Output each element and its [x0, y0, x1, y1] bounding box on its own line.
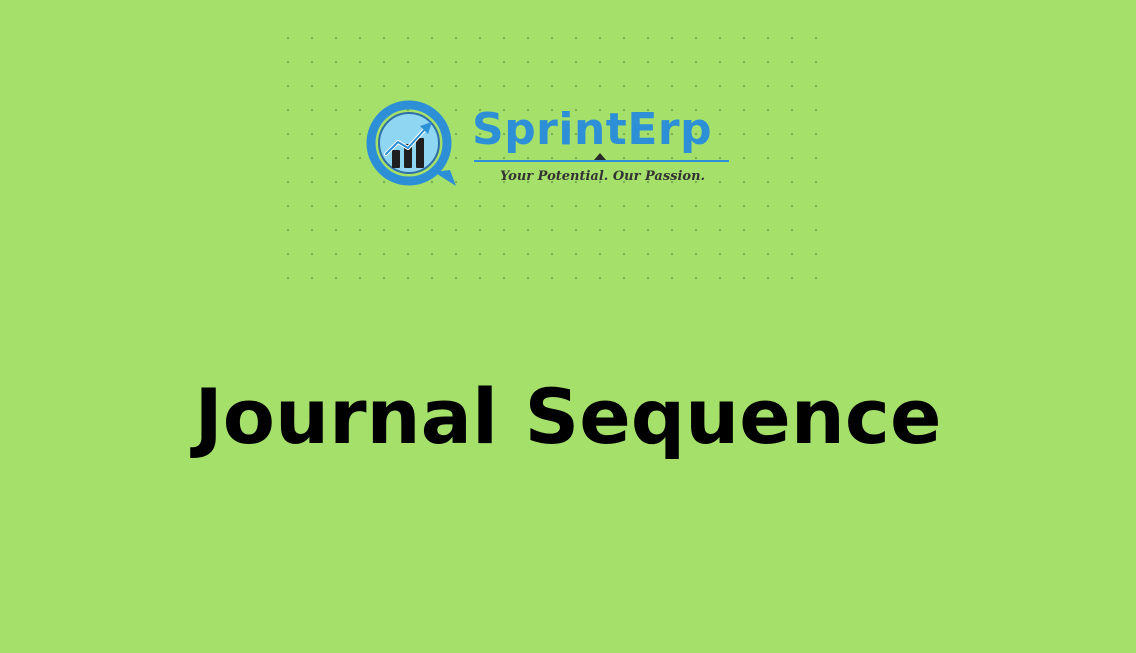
- sprinterp-logo: SprintErp Your Potential. Our Passion.: [364, 98, 734, 194]
- dot-pattern-background: [272, 22, 828, 294]
- brand-name: SprintErp: [472, 104, 713, 155]
- brand-underline: [474, 160, 729, 162]
- growth-chart-magnifier-icon: [366, 100, 456, 186]
- brand-caret-icon: [594, 153, 606, 160]
- brand-tagline: Your Potential. Our Passion.: [500, 169, 706, 184]
- page-title: Journal Sequence: [194, 372, 942, 461]
